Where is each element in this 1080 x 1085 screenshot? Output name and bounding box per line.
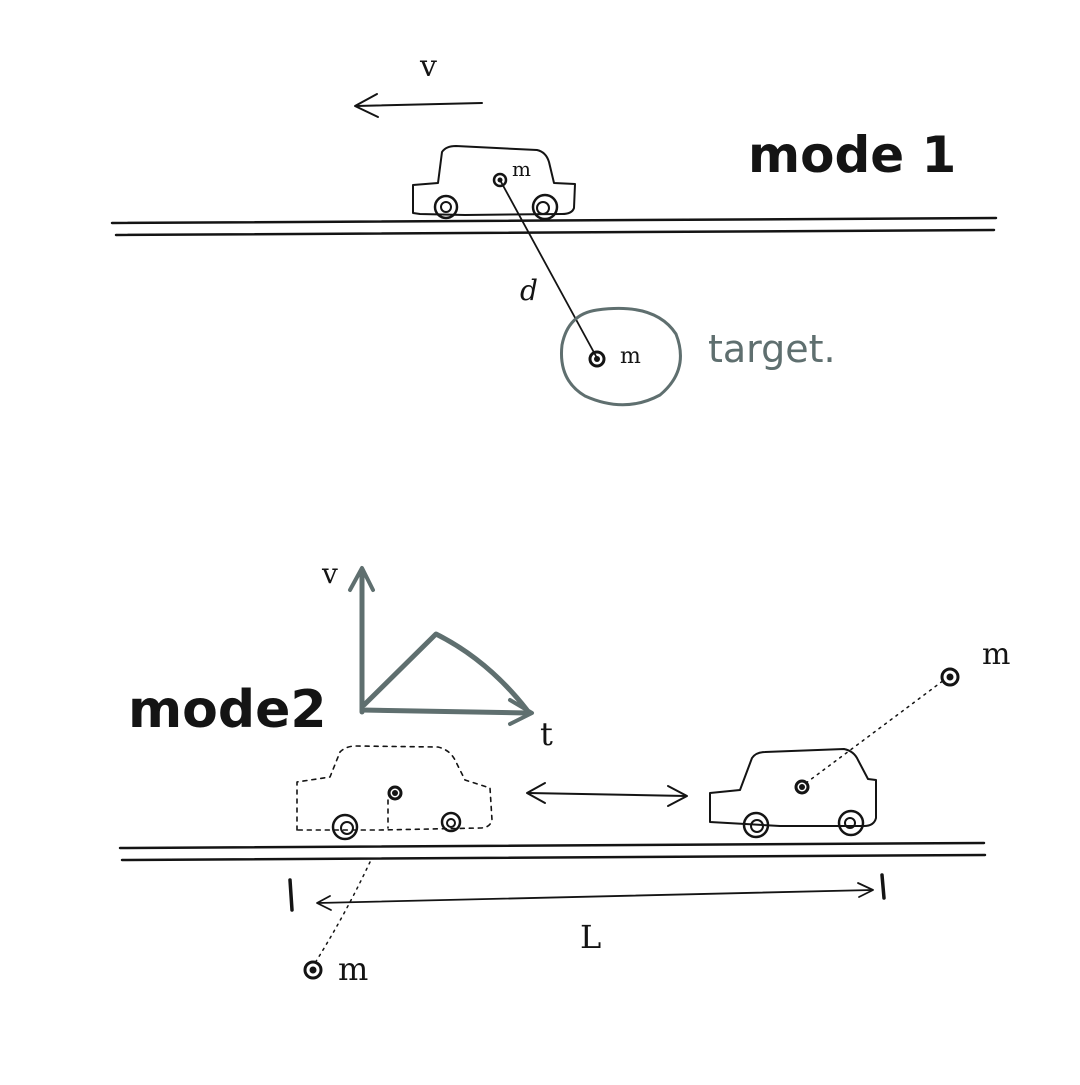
target-label: target. <box>708 327 836 371</box>
length-label: L <box>580 918 601 956</box>
length-right-tick <box>880 873 886 900</box>
target-mass-label: m <box>620 344 641 369</box>
velocity-arrow <box>354 93 483 118</box>
graph-x-label: t <box>540 715 553 753</box>
upper-mass-trajectory <box>805 679 945 784</box>
mode1-car <box>412 145 576 221</box>
lower-mass <box>303 960 323 980</box>
mode1-title: mode 1 <box>748 126 956 184</box>
upper-mass <box>940 667 960 687</box>
velocity-label: v <box>419 49 437 84</box>
mode1-road <box>110 216 998 237</box>
lower-mass-label: m <box>338 950 368 988</box>
distance-line <box>499 179 598 359</box>
mode2-car <box>709 748 877 839</box>
ghost-car <box>296 745 493 841</box>
mode1-section: v mode 1 m d m target. <box>110 49 998 407</box>
target-mass <box>588 350 606 368</box>
graph-y-label: v <box>321 557 338 590</box>
distance-label: d <box>520 274 538 307</box>
mode2-section: mode2 v t <box>118 557 1010 988</box>
mode2-road <box>118 841 987 862</box>
velocity-time-graph: v t <box>321 557 553 753</box>
graph-x-arrowhead <box>508 698 534 726</box>
graph-x-axis <box>359 707 531 716</box>
graph-velocity-curve <box>361 631 530 713</box>
travel-double-arrow <box>526 782 688 807</box>
graph-y-arrowhead <box>348 566 375 592</box>
target-circle <box>559 306 682 407</box>
length-left-tick <box>288 878 294 912</box>
mode2-title: mode2 <box>128 680 327 740</box>
lower-mass-trajectory <box>314 861 371 964</box>
length-dimension <box>288 873 886 912</box>
mode1-car-mass-label: m <box>512 157 531 181</box>
upper-mass-label: m <box>982 637 1010 672</box>
